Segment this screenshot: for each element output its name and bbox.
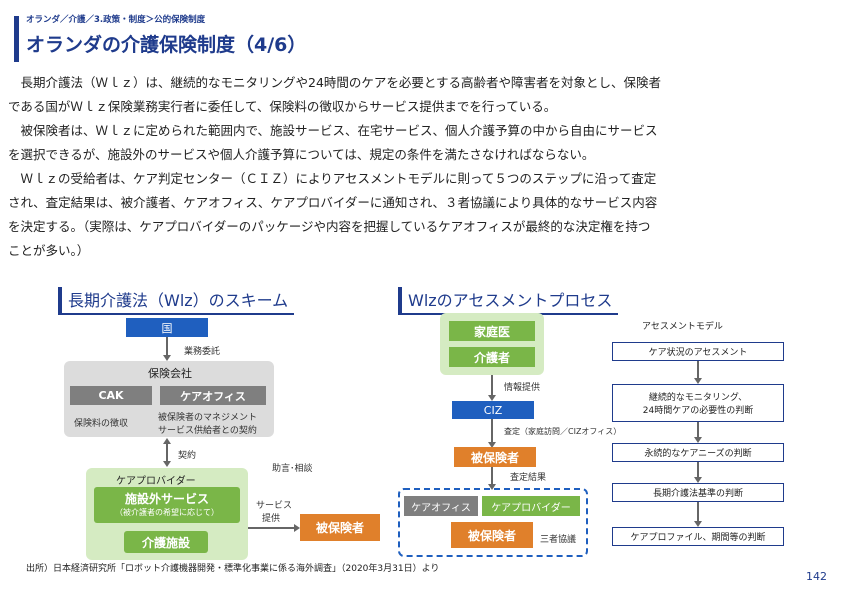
arrow-line	[697, 502, 699, 522]
paragraph-line: され、査定結果は、被介護者、ケアオフィス、ケアプロバイダーに通知され、３者協議に…	[8, 195, 658, 210]
office-desc: 被保険者のマネジメント	[158, 413, 258, 423]
step-box: 永続的なケアニーズの判断	[612, 443, 784, 462]
family-doctor-box: 家庭医	[449, 321, 535, 341]
paragraph-line: 長期介護法（Ｗｌｚ）は、継続的なモニタリングや24時間のケアを必要とする高齢者や…	[8, 75, 662, 90]
step-box: 継続的なモニタリング、 24時間ケアの必要性の判断	[612, 384, 784, 422]
paragraph-line: を決定する。（実際は、ケアプロバイダーのパッケージや内容を把握しているケアオフィ…	[8, 219, 651, 234]
arrow-line	[697, 462, 699, 478]
arrow-up-icon	[163, 438, 171, 444]
source-note: 出所）日本経済研究所「ロボット介護機器開発・標準化事業に係る海外調査」（2020…	[26, 564, 440, 574]
insured-box: 被保険者	[451, 522, 533, 548]
step-box: ケアプロファイル、期間等の判断	[612, 527, 784, 546]
paragraph-line: である国がＷｌｚ保険業務実行者に委任して、保険料の徴収からサービス提供までを行っ…	[8, 99, 557, 114]
step-text: 継続的なモニタリング、	[648, 393, 748, 403]
paragraph-line: ことが多い。）	[8, 243, 90, 258]
arrow-line	[491, 419, 493, 443]
insured-box: 被保険者	[300, 514, 380, 541]
three-party-label: 三者協議	[540, 535, 577, 545]
care-provider-box: ケアプロバイダー	[482, 496, 580, 516]
outside-service-label: 施設外サービス	[124, 492, 209, 506]
info-label: 情報提供	[504, 383, 541, 393]
page-title: オランダの介護保険制度（4/6）	[26, 34, 307, 56]
care-office-box: ケアオフィス	[160, 386, 266, 405]
arrow-down-icon	[163, 461, 171, 467]
result-label: 査定結果	[510, 473, 547, 483]
provider-label: ケアプロバイダー	[116, 476, 196, 487]
assessment-label: 査定（家庭訪問／CIZオフィス）	[504, 427, 622, 436]
contract-label: 契約	[178, 451, 197, 461]
facility-box: 介護施設	[124, 531, 208, 553]
arrow-right-icon	[294, 524, 300, 532]
arrow-line	[166, 443, 168, 462]
body-text: 長期介護法（Ｗｌｚ）は、継続的なモニタリングや24時間のケアを必要とする高齢者や…	[8, 71, 834, 263]
cak-desc: 保険料の徴収	[74, 419, 129, 429]
arrow-line	[491, 467, 493, 485]
arrow-down-icon	[488, 484, 496, 490]
service-label: サービス	[256, 501, 293, 511]
page-number: 142	[806, 570, 827, 583]
paragraph-line: を選択できるが、施設外のサービスや個人介護予算については、規定の条件を満たさなけ…	[8, 147, 595, 162]
caregiver-box: 介護者	[449, 347, 535, 367]
entrust-label: 業務委託	[184, 347, 221, 357]
outside-service-note: （被介護者の希望に応じて）	[115, 508, 219, 517]
insured-box: 被保険者	[454, 447, 536, 467]
section-title-scheme: 長期介護法（Wlz）のスキーム	[58, 287, 295, 315]
advice-label: 助言･相談	[272, 464, 313, 474]
arrow-down-icon	[694, 378, 702, 384]
model-title: アセスメントモデル	[642, 322, 723, 332]
paragraph-line: Ｗｌｚの受給者は、ケア判定センター（ＣＩＺ）によりアセスメントモデルに則って５つ…	[8, 171, 657, 186]
insurer-label: 保険会社	[148, 367, 192, 380]
service-label: 提供	[262, 514, 281, 524]
paragraph-line: 被保険者は、Ｗｌｚに定められた範囲内で、施設サービス、在宅サービス、個人介護予算…	[8, 123, 658, 138]
office-desc: サービス供給者との契約	[158, 426, 257, 436]
arrow-down-icon	[694, 477, 702, 483]
arrow-line	[697, 361, 699, 379]
title-accent-bar	[14, 16, 19, 62]
arrow-line	[697, 422, 699, 439]
arrow-down-icon	[694, 437, 702, 443]
ciz-box: CIZ	[452, 401, 534, 419]
arrow-down-icon	[163, 355, 171, 361]
arrow-down-icon	[488, 442, 496, 448]
arrow-line	[166, 337, 168, 358]
cak-box: CAK	[70, 386, 152, 405]
breadcrumb: オランダ／介護／3.政策・制度＞公的保険制度	[26, 15, 206, 25]
arrow-line	[248, 527, 296, 529]
arrow-down-icon	[694, 521, 702, 527]
section-title-assessment: Wlzのアセスメントプロセス	[398, 287, 619, 315]
state-box: 国	[126, 318, 208, 337]
care-office-box: ケアオフィス	[404, 496, 478, 516]
step-text: 24時間ケアの必要性の判断	[642, 406, 754, 416]
outside-service-box: 施設外サービス （被介護者の希望に応じて）	[94, 487, 240, 523]
arrow-line	[491, 375, 493, 396]
three-party-group	[398, 488, 588, 557]
step-box: 長期介護法基準の判断	[612, 483, 784, 502]
arrow-down-icon	[488, 395, 496, 401]
step-box: ケア状況のアセスメント	[612, 342, 784, 361]
